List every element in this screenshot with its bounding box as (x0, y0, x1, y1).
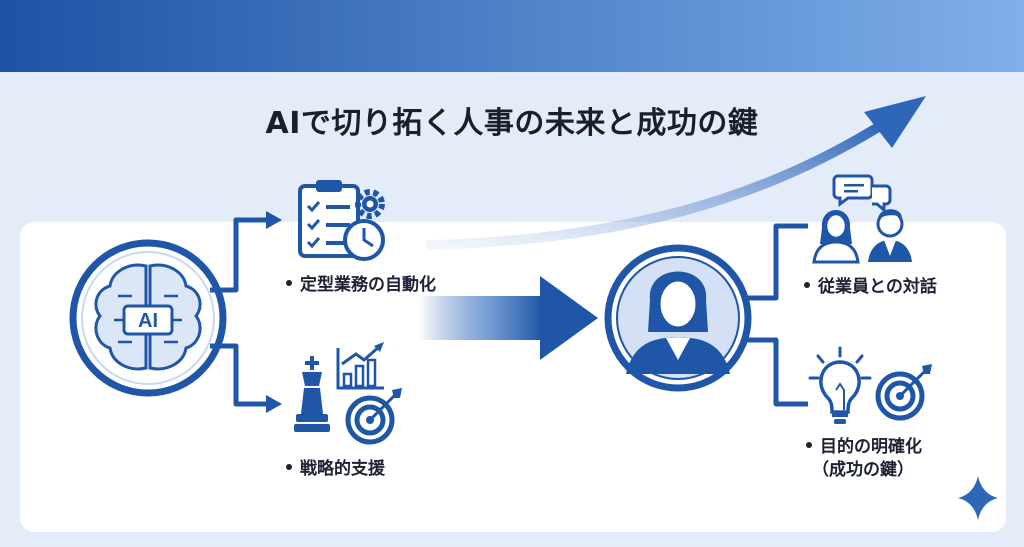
page-title: AIで切り拓く人事の未来と成功の鍵 (265, 106, 759, 141)
header-band (0, 0, 1024, 72)
branch-arrowhead-bottom (266, 395, 282, 413)
purpose-clarity-label: 目的の明確化 （成功の鍵） (806, 436, 922, 482)
target-icon (345, 388, 402, 445)
brain-icon (94, 263, 202, 371)
ai-branch-connector (210, 217, 268, 407)
strategic-support-text: 戦略的支援 (300, 459, 385, 479)
ai-label: AI (138, 310, 158, 332)
bar-chart-growth-icon (336, 342, 384, 390)
hr-person-icon (604, 244, 752, 392)
clock-icon (343, 219, 385, 261)
employee-dialogue-text: 従業員との対話 (818, 277, 937, 297)
chat-bubbles-icon (832, 174, 892, 214)
bullet (806, 442, 812, 448)
bullet (286, 464, 292, 470)
ai-hub: AI (69, 239, 227, 397)
target-icon (875, 364, 932, 421)
lightbulb-icon (808, 346, 872, 424)
sparkle-icon (958, 476, 998, 520)
bullet (286, 280, 292, 286)
chess-king-icon (294, 356, 330, 432)
growth-arrow (425, 96, 926, 250)
employee-dialogue-label: 従業員との対話 (804, 276, 937, 299)
hr-branch-connector (744, 223, 808, 407)
routine-automation-text: 定型業務の自動化 (300, 275, 436, 295)
gear-icon (355, 189, 385, 219)
purpose-clarity-text: 目的の明確化 (820, 437, 922, 457)
routine-automation-label: 定型業務の自動化 (286, 274, 436, 297)
success-key-text: （成功の鍵） (812, 459, 914, 480)
bullet (804, 282, 810, 288)
employees-icon (812, 209, 912, 264)
transition-arrow (418, 276, 598, 360)
strategic-support-label: 戦略的支援 (286, 458, 385, 481)
branch-arrowhead-top (266, 211, 282, 229)
